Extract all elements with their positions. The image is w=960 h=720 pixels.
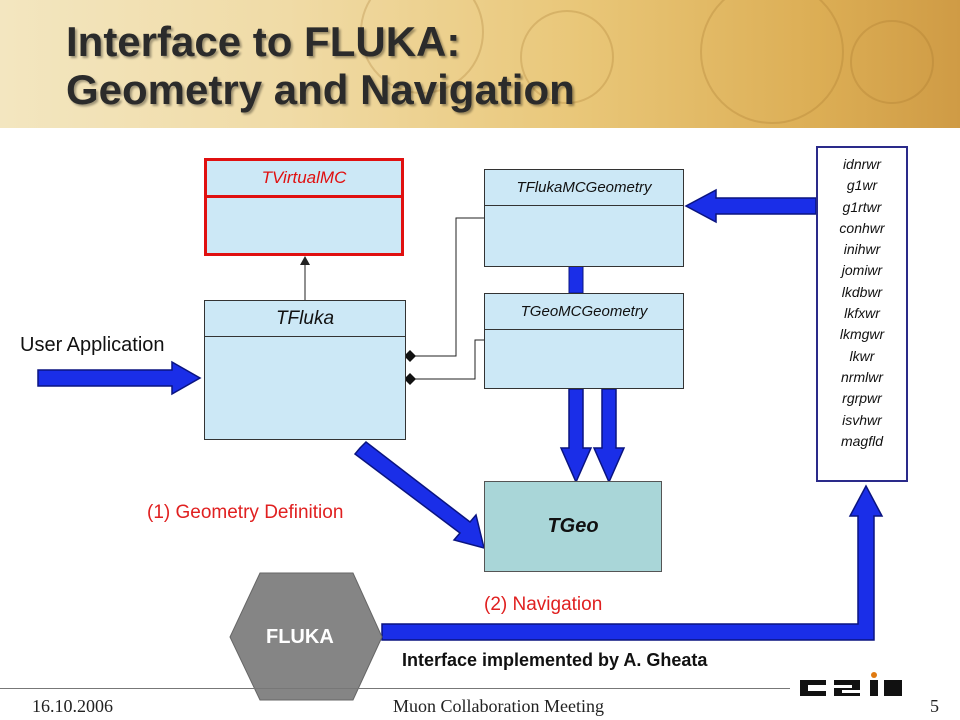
navigation-label: (2) Navigation [484, 594, 603, 615]
footer-date: 16.10.2006 [32, 696, 113, 716]
fluka-hexagon [229, 572, 383, 701]
routine-item: g1wr [846, 177, 878, 194]
routine-item: lkdbwr [841, 283, 883, 300]
down-arrow-2 [592, 388, 626, 484]
routine-item: lkfxwr [844, 305, 880, 322]
geometry-definition-arrow [353, 441, 486, 550]
routine-item: jomiwr [841, 262, 883, 279]
aggregation-line-geomcgeometry [412, 339, 484, 380]
aggregation-diamond [404, 373, 416, 385]
footer-meeting: Muon Collaboration Meeting [393, 696, 604, 716]
gsi-logo [800, 672, 904, 700]
routine-item: conhwr [839, 219, 885, 236]
geometry-definition-label: (1) Geometry Definition [147, 502, 344, 523]
routine-item: nrmlwr [841, 368, 883, 385]
down-arrow-1 [559, 388, 593, 484]
aggregation-diamond [404, 350, 416, 362]
fluka-label: FLUKA [266, 626, 334, 648]
navigation-arrow [381, 484, 884, 641]
user-application-label: User Application [20, 334, 165, 356]
footer-divider [0, 688, 790, 689]
routine-item: magfld [840, 432, 884, 449]
gsi-logo-graphic [800, 672, 902, 696]
class-tfluka-name: TFluka [205, 301, 405, 337]
routine-item: g1rtwr [842, 198, 882, 215]
slide-title-line2: Geometry and Navigation [66, 66, 575, 113]
routine-item: inihwr [843, 241, 881, 258]
routine-item: idnrwr [842, 156, 882, 172]
footer-page-number: 5 [930, 696, 939, 716]
class-tvirtualmc: TVirtualMC [204, 158, 404, 256]
banner-decoration [520, 10, 614, 104]
class-tflukamcgeometry-name: TFlukaMCGeometry [485, 170, 683, 206]
banner-decoration [850, 20, 934, 104]
class-tfluka: TFluka [204, 300, 406, 440]
geometry-link-bar [568, 265, 584, 294]
class-tvirtualmc-name: TVirtualMC [207, 161, 401, 198]
credit-label: Interface implemented by A. Gheata [402, 650, 708, 670]
routine-item: lkwr [849, 347, 875, 364]
banner-decoration [700, 0, 844, 124]
user-application-arrow [37, 360, 202, 396]
slide-title-line1: Interface to FLUKA: [66, 18, 461, 65]
routine-item: lkmgwr [839, 326, 885, 343]
class-tgeomcgeometry: TGeoMCGeometry [484, 293, 684, 389]
inheritance-arrowhead [300, 256, 310, 265]
fluka-routine-list: idnrwr g1wr g1rtwr conhwr inihwr jomiwr … [816, 146, 908, 482]
title-banner [0, 0, 960, 128]
class-tgeo: TGeo [484, 481, 662, 572]
aggregation-line-flukamcgeometry [412, 217, 484, 357]
class-tgeomcgeometry-name: TGeoMCGeometry [485, 294, 683, 330]
class-tflukamcgeometry: TFlukaMCGeometry [484, 169, 684, 267]
slide-title: Interface to FLUKA: Geometry and Navigat… [66, 18, 575, 114]
routine-item: isvhwr [842, 411, 882, 428]
routine-item: rgrpwr [842, 390, 882, 407]
routines-to-geometry-arrow [684, 188, 817, 224]
